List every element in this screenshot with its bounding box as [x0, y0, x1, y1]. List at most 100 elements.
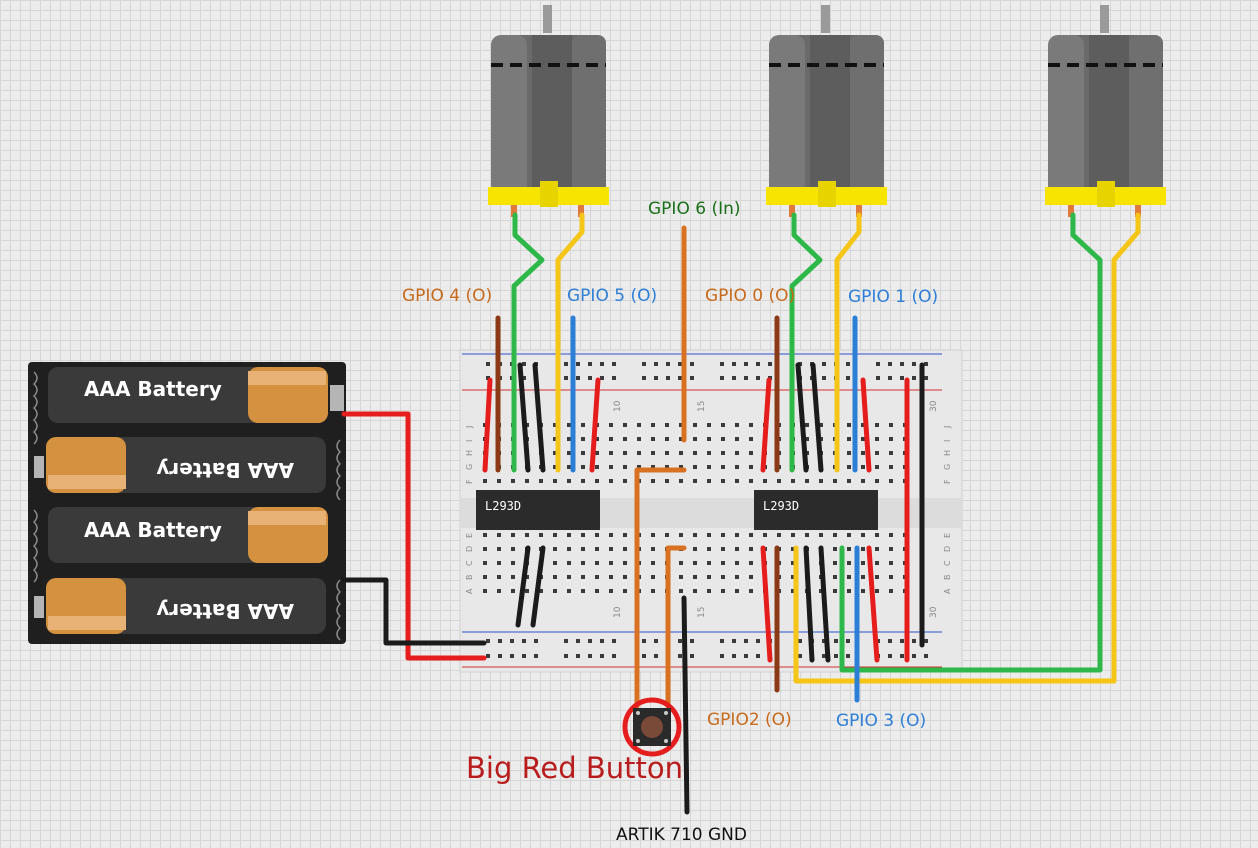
breadboard-hole[interactable]: [876, 376, 880, 380]
breadboard-hole[interactable]: [846, 362, 850, 366]
breadboard-hole[interactable]: [567, 423, 571, 427]
breadboard-hole[interactable]: [654, 654, 658, 658]
breadboard-hole[interactable]: [665, 437, 669, 441]
breadboard-hole[interactable]: [720, 376, 724, 380]
breadboard-hole[interactable]: [581, 575, 585, 579]
breadboard-hole[interactable]: [651, 589, 655, 593]
chip2-red-jumper-b[interactable]: [860, 377, 872, 473]
breadboard-hole[interactable]: [798, 639, 802, 643]
breadboard-hole[interactable]: [749, 479, 753, 483]
breadboard-hole[interactable]: [588, 376, 592, 380]
breadboard-hole[interactable]: [749, 575, 753, 579]
breadboard-hole[interactable]: [735, 479, 739, 483]
breadboard-hole[interactable]: [581, 451, 585, 455]
breadboard-hole[interactable]: [875, 533, 879, 537]
breadboard-hole[interactable]: [735, 465, 739, 469]
breadboard-hole[interactable]: [690, 639, 694, 643]
breadboard-hole[interactable]: [721, 465, 725, 469]
breadboard-hole[interactable]: [678, 639, 682, 643]
breadboard-hole[interactable]: [777, 533, 781, 537]
breadboard-hole[interactable]: [875, 589, 879, 593]
motor3-green-wire[interactable]: [839, 212, 1103, 673]
breadboard-hole[interactable]: [581, 437, 585, 441]
breadboard-hole[interactable]: [721, 423, 725, 427]
breadboard-hole[interactable]: [623, 423, 627, 427]
breadboard-hole[interactable]: [847, 533, 851, 537]
breadboard-hole[interactable]: [690, 654, 694, 658]
breadboard-hole[interactable]: [707, 561, 711, 565]
breadboard-hole[interactable]: [744, 639, 748, 643]
breadboard-hole[interactable]: [900, 654, 904, 658]
breadboard-hole[interactable]: [553, 437, 557, 441]
breadboard-hole[interactable]: [721, 575, 725, 579]
breadboard-hole[interactable]: [833, 589, 837, 593]
breadboard-hole[interactable]: [595, 561, 599, 565]
breadboard-hole[interactable]: [595, 451, 599, 455]
breadboard-hole[interactable]: [483, 479, 487, 483]
breadboard-hole[interactable]: [637, 465, 641, 469]
breadboard-hole[interactable]: [553, 575, 557, 579]
breadboard-hole[interactable]: [777, 479, 781, 483]
breadboard-hole[interactable]: [720, 639, 724, 643]
breadboard-hole[interactable]: [721, 561, 725, 565]
breadboard-hole[interactable]: [693, 437, 697, 441]
breadboard-hole[interactable]: [576, 362, 580, 366]
breadboard-hole[interactable]: [567, 533, 571, 537]
breadboard-hole[interactable]: [819, 423, 823, 427]
breadboard-hole[interactable]: [665, 533, 669, 537]
breadboard-hole[interactable]: [875, 479, 879, 483]
breadboard-hole[interactable]: [483, 589, 487, 593]
breadboard-hole[interactable]: [576, 376, 580, 380]
breadboard-hole[interactable]: [651, 465, 655, 469]
breadboard-hole[interactable]: [707, 479, 711, 483]
breadboard-hole[interactable]: [822, 362, 826, 366]
chip2-black-jumper-b[interactable]: [810, 362, 824, 473]
breadboard-hole[interactable]: [791, 533, 795, 537]
breadboard-hole[interactable]: [847, 451, 851, 455]
breadboard-hole[interactable]: [889, 423, 893, 427]
breadboard-hole[interactable]: [749, 437, 753, 441]
breadboard-hole[interactable]: [522, 376, 526, 380]
breadboard-hole[interactable]: [539, 533, 543, 537]
breadboard-hole[interactable]: [846, 639, 850, 643]
breadboard-hole[interactable]: [861, 533, 865, 537]
breadboard-hole[interactable]: [847, 479, 851, 483]
breadboard-hole[interactable]: [498, 654, 502, 658]
battery-pack[interactable]: AAA Battery AAA Battery AAA Battery AAA …: [28, 362, 346, 644]
breadboard-hole[interactable]: [756, 362, 760, 366]
breadboard-hole[interactable]: [924, 362, 928, 366]
breadboard-hole[interactable]: [679, 465, 683, 469]
breadboard-hole[interactable]: [522, 654, 526, 658]
breadboard-hole[interactable]: [595, 533, 599, 537]
breadboard-hole[interactable]: [721, 451, 725, 455]
gnd-black-wire[interactable]: [681, 595, 690, 815]
breadboard-hole[interactable]: [900, 639, 904, 643]
breadboard-hole[interactable]: [642, 376, 646, 380]
breadboard-hole[interactable]: [732, 639, 736, 643]
breadboard-hole[interactable]: [609, 437, 613, 441]
breadboard-hole[interactable]: [707, 423, 711, 427]
breadboard-hole[interactable]: [609, 451, 613, 455]
breadboard-hole[interactable]: [511, 547, 515, 551]
breadboard-hole[interactable]: [497, 533, 501, 537]
breadboard-hole[interactable]: [637, 437, 641, 441]
breadboard-hole[interactable]: [861, 575, 865, 579]
breadboard-hole[interactable]: [679, 479, 683, 483]
breadboard-hole[interactable]: [847, 423, 851, 427]
breadboard-hole[interactable]: [861, 479, 865, 483]
breadboard-hole[interactable]: [847, 575, 851, 579]
breadboard-hole[interactable]: [600, 639, 604, 643]
breadboard-hole[interactable]: [612, 639, 616, 643]
breadboard-hole[interactable]: [581, 479, 585, 483]
breadboard-hole[interactable]: [651, 479, 655, 483]
breadboard-hole[interactable]: [553, 451, 557, 455]
breadboard-hole[interactable]: [679, 423, 683, 427]
breadboard-hole[interactable]: [581, 589, 585, 593]
breadboard-hole[interactable]: [483, 533, 487, 537]
breadboard-hole[interactable]: [497, 547, 501, 551]
breadboard-hole[interactable]: [486, 639, 490, 643]
breadboard-hole[interactable]: [665, 479, 669, 483]
breadboard-hole[interactable]: [735, 437, 739, 441]
breadboard-hole[interactable]: [511, 561, 515, 565]
breadboard-hole[interactable]: [623, 465, 627, 469]
